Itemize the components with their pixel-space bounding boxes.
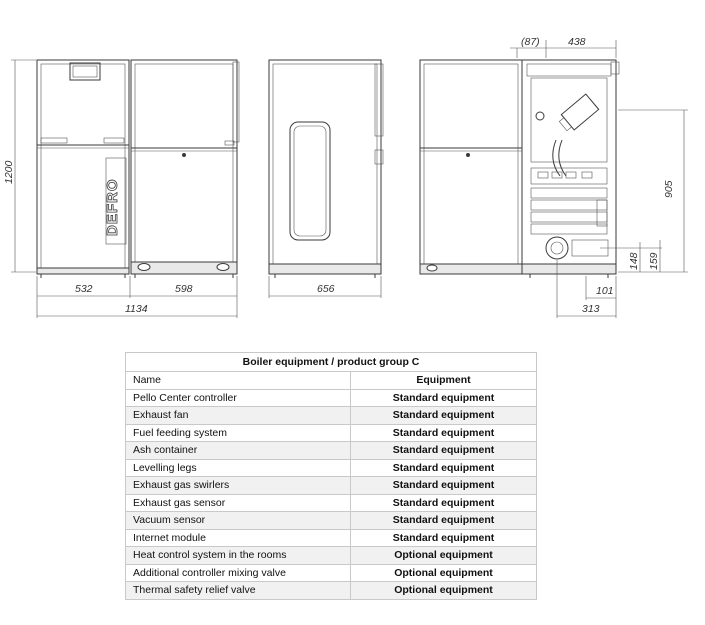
equipment-name: Pello Center controller xyxy=(125,388,351,407)
controller-display xyxy=(69,62,101,81)
table-title-row: Boiler equipment / product group C xyxy=(125,352,537,372)
inspection-window xyxy=(289,121,331,241)
equipment-table: Boiler equipment / product group C Name … xyxy=(125,352,537,600)
front-right-unit xyxy=(130,59,238,273)
equipment-status: Standard equipment xyxy=(350,511,537,530)
exhaust-fan xyxy=(545,236,569,260)
dim-height: 1200 xyxy=(3,160,15,184)
dim-side-depth: 656 xyxy=(317,283,335,295)
column-header-name: Name xyxy=(125,371,351,390)
equipment-name: Additional controller mixing valve xyxy=(125,563,351,582)
equipment-status: Standard equipment xyxy=(350,476,537,495)
equipment-name: Ash container xyxy=(125,441,351,460)
equipment-status: Optional equipment xyxy=(350,581,537,600)
dim-total-width: 1134 xyxy=(125,303,148,315)
equipment-name: Fuel feeding system xyxy=(125,423,351,442)
side-view xyxy=(268,59,384,278)
equipment-name: Levelling legs xyxy=(125,458,351,477)
dim-outlet-height-a: 148 xyxy=(628,252,640,270)
equipment-status: Standard equipment xyxy=(350,458,537,477)
front-view: DEFRO xyxy=(36,59,240,278)
dim-top-offset: (87) xyxy=(521,36,540,48)
dimensions: 1200 532 598 1134 656 (87) 438 905 xyxy=(3,36,688,318)
dim-flue-height: 905 xyxy=(663,180,675,198)
table-header-row: Name Equipment xyxy=(125,371,537,390)
equipment-name: Exhaust gas sensor xyxy=(125,493,351,512)
feeder-motor xyxy=(560,93,600,131)
equipment-status: Optional equipment xyxy=(350,563,537,582)
rear-left-unit xyxy=(419,59,523,273)
equipment-status: Standard equipment xyxy=(350,441,537,460)
equipment-status: Standard equipment xyxy=(350,528,537,547)
dim-offset-b: 313 xyxy=(582,303,600,315)
equipment-status: Optional equipment xyxy=(350,546,537,565)
front-left-inner xyxy=(40,63,126,269)
dim-offset-a: 101 xyxy=(596,285,614,297)
equipment-status: Standard equipment xyxy=(350,423,537,442)
equipment-name: Exhaust fan xyxy=(125,406,351,425)
equipment-status: Standard equipment xyxy=(350,493,537,512)
equipment-name: Internet module xyxy=(125,528,351,547)
dim-top-width: 438 xyxy=(568,36,586,48)
dim-front-left-width: 532 xyxy=(75,283,93,295)
equipment-name: Heat control system in the rooms xyxy=(125,546,351,565)
dim-front-right-width: 598 xyxy=(175,283,193,295)
brand-logo: DEFRO xyxy=(104,179,121,237)
column-header-equipment: Equipment xyxy=(350,371,537,390)
equipment-status: Standard equipment xyxy=(350,388,537,407)
equipment-name: Vacuum sensor xyxy=(125,511,351,530)
dim-outlet-height-b: 159 xyxy=(648,252,660,270)
table-title: Boiler equipment / product group C xyxy=(125,352,537,372)
equipment-name: Exhaust gas swirlers xyxy=(125,476,351,495)
rear-section-view xyxy=(419,59,620,278)
front-left-unit xyxy=(36,59,130,273)
heat-exchanger-grid xyxy=(530,167,608,235)
technical-drawing: DEFRO xyxy=(3,36,688,318)
equipment-status: Standard equipment xyxy=(350,406,537,425)
equipment-name: Thermal safety relief valve xyxy=(125,581,351,600)
